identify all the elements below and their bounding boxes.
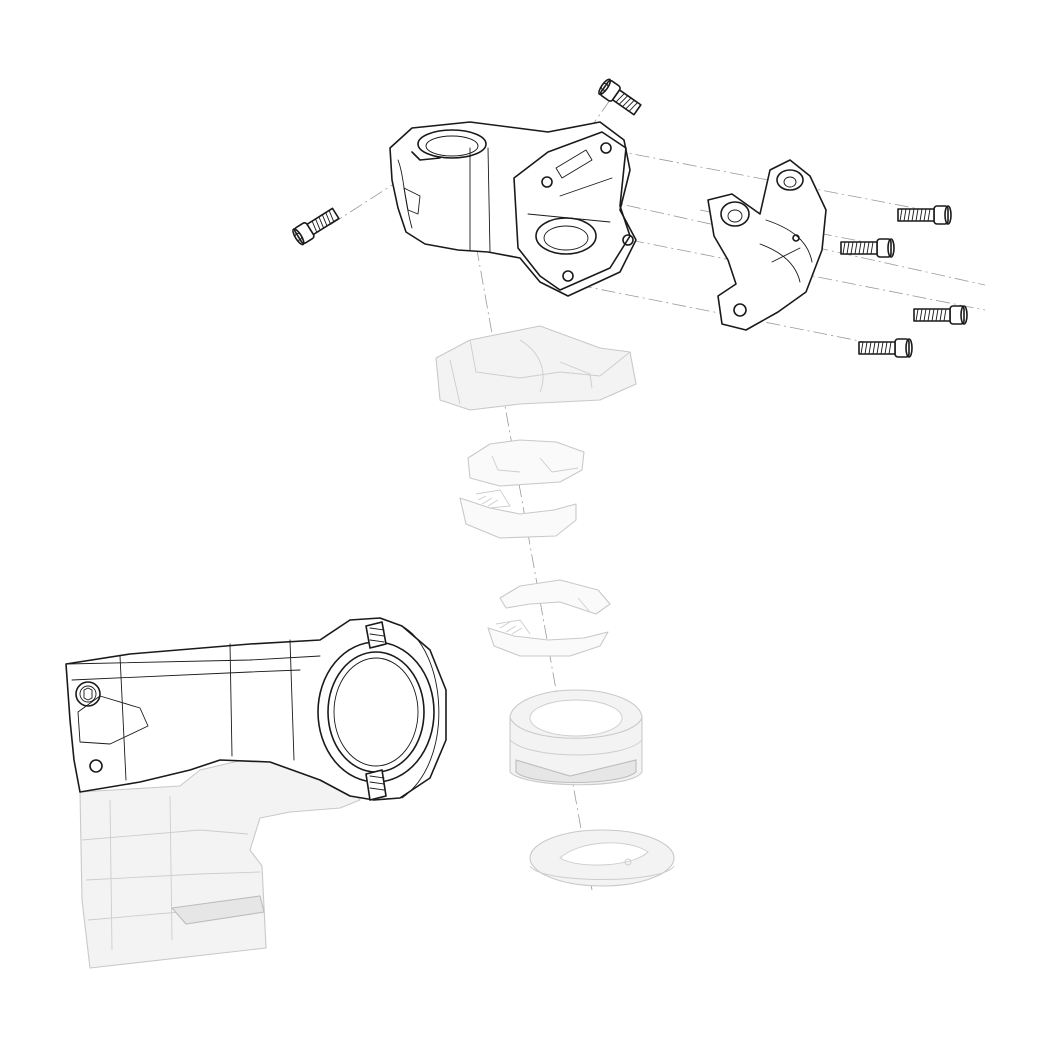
stem-body-icon (389, 121, 637, 297)
faceplate-bolt-4-icon (858, 338, 913, 358)
washer-icon (529, 829, 675, 887)
steerer-bolt-top-icon (598, 78, 642, 116)
steerer-bolt-side-icon (292, 207, 340, 246)
headset-spacer-icon (509, 689, 643, 786)
faceplate-bolt-3-icon (913, 305, 968, 325)
assembled-stem-icon (65, 617, 447, 969)
faceplate-bolt-1-icon (897, 205, 952, 225)
headset-top-cap-icon (435, 325, 637, 411)
split-ring-upper-icon (459, 439, 585, 539)
split-ring-lower-icon (487, 579, 611, 657)
faceplate-icon (707, 159, 827, 331)
faceplate-bolt-2-icon (840, 238, 895, 258)
